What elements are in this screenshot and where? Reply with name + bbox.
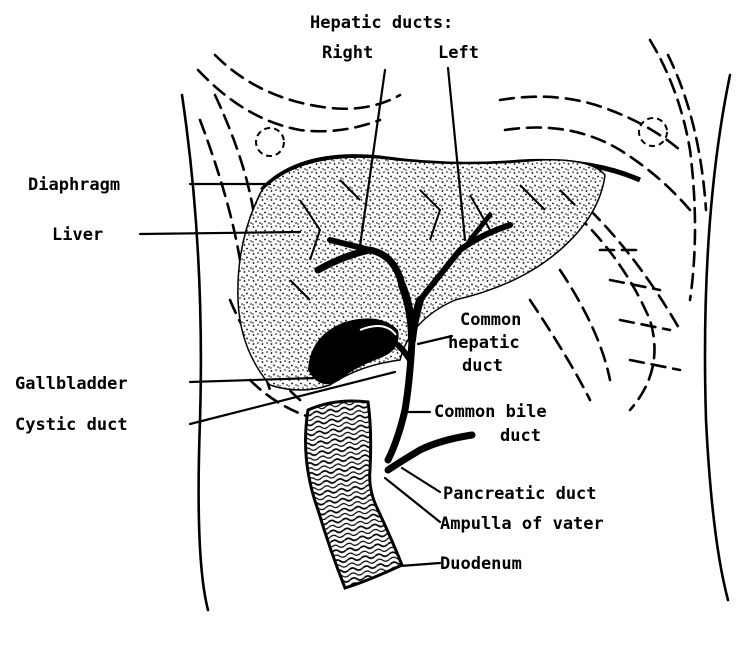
label-gallbladder: Gallbladder	[15, 374, 128, 394]
label-pancreatic-duct: Pancreatic duct	[443, 484, 597, 504]
label-ampulla: Ampulla of vater	[440, 514, 604, 534]
label-left: Left	[438, 43, 479, 63]
label-common-hepatic-3: duct	[462, 356, 503, 376]
label-common-hepatic-2: hepatic	[448, 333, 520, 353]
duodenum	[306, 401, 402, 588]
pancreatic-duct-vessel	[388, 435, 472, 470]
label-hepatic-ducts: Hepatic ducts:	[310, 13, 453, 33]
label-common-hepatic-1: Common	[460, 310, 521, 330]
label-duodenum: Duodenum	[440, 554, 522, 574]
label-right: Right	[322, 43, 373, 63]
label-common-bile-1: Common bile	[434, 402, 547, 422]
label-liver: Liver	[52, 225, 103, 245]
label-cystic-duct: Cystic duct	[15, 415, 128, 435]
label-common-bile-2: duct	[500, 426, 541, 446]
label-diaphragm: Diaphragm	[28, 175, 120, 195]
